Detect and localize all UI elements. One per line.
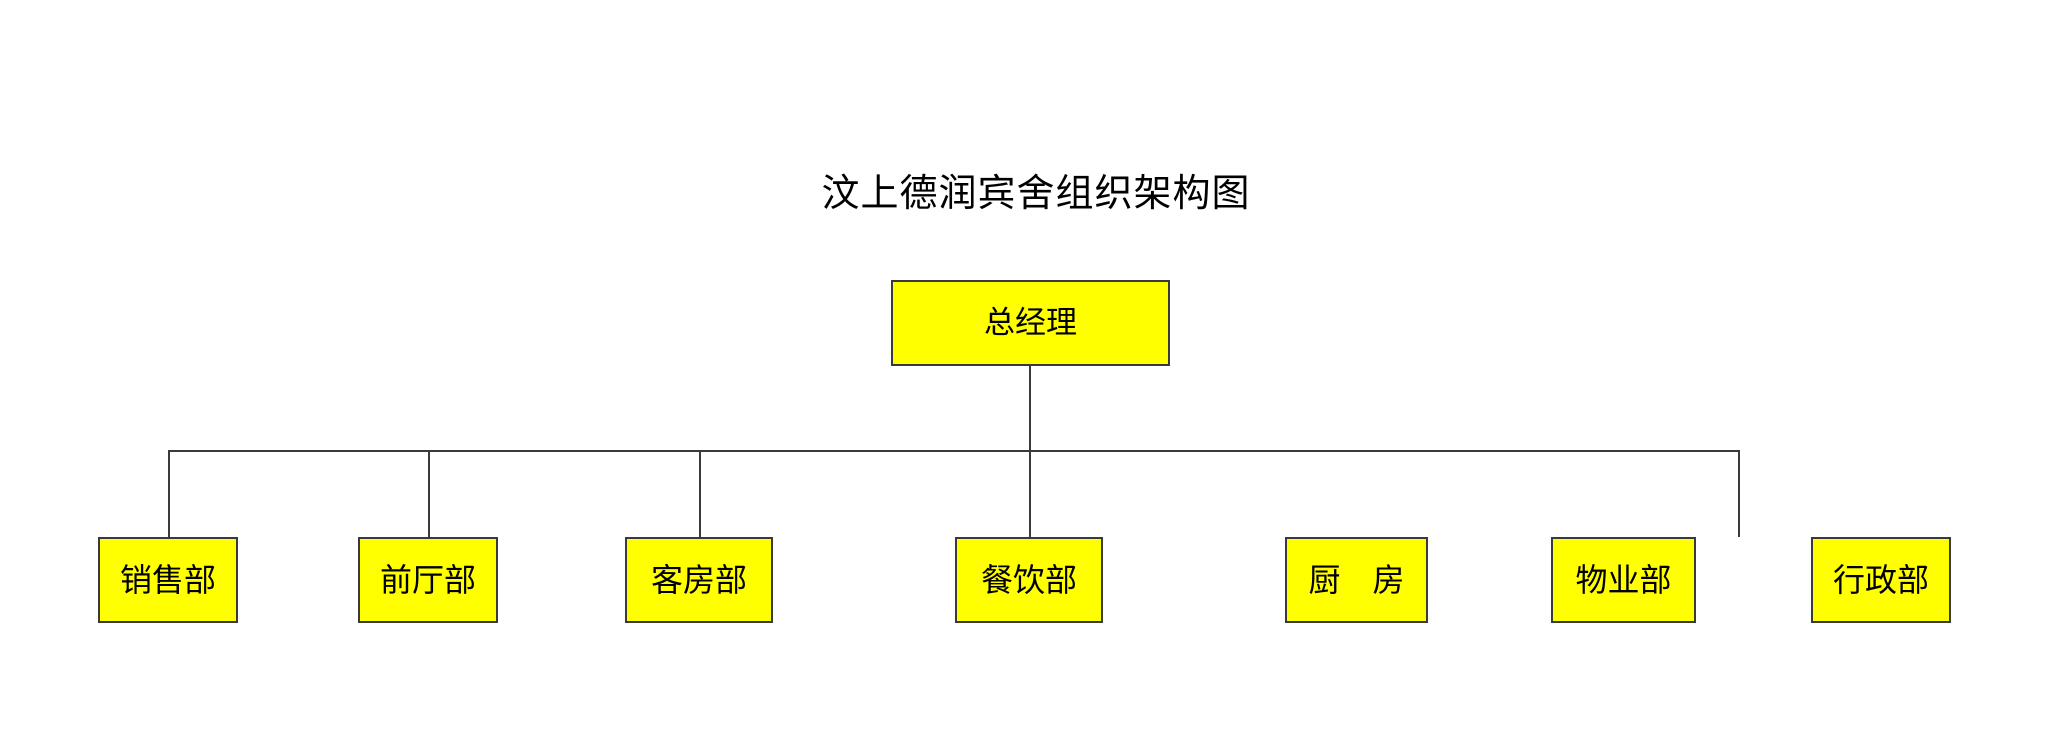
org-node-administration-department[interactable]: 行政部 bbox=[1811, 537, 1951, 623]
page-title: 汶上德润宾舍组织架构图 bbox=[821, 171, 1251, 215]
org-node-label: 餐饮部 bbox=[980, 561, 1077, 599]
connector-horizontal-bus bbox=[168, 450, 1740, 452]
org-node-sales-department[interactable]: 销售部 bbox=[98, 537, 238, 623]
org-node-label: 前厅部 bbox=[379, 561, 476, 599]
org-node-housekeeping-department[interactable]: 客房部 bbox=[625, 537, 773, 623]
org-node-label: 客房部 bbox=[650, 561, 747, 599]
org-node-general-manager[interactable]: 总经理 bbox=[891, 280, 1170, 366]
org-node-front-office-department[interactable]: 前厅部 bbox=[358, 537, 498, 623]
connector-drop-sales bbox=[168, 450, 170, 537]
org-node-food-beverage-department[interactable]: 餐饮部 bbox=[955, 537, 1103, 623]
org-node-property-department[interactable]: 物业部 bbox=[1551, 537, 1696, 623]
connector-drop-front-office bbox=[428, 450, 430, 537]
org-node-label: 销售部 bbox=[119, 561, 216, 599]
org-node-kitchen[interactable]: 厨 房 bbox=[1285, 537, 1428, 623]
org-node-label: 厨 房 bbox=[1308, 561, 1405, 599]
connector-drop-administration bbox=[1738, 450, 1740, 537]
org-node-label: 行政部 bbox=[1832, 561, 1929, 599]
org-node-label: 总经理 bbox=[984, 305, 1077, 341]
connector-drop-housekeeping bbox=[699, 450, 701, 537]
org-node-label: 物业部 bbox=[1575, 561, 1672, 599]
